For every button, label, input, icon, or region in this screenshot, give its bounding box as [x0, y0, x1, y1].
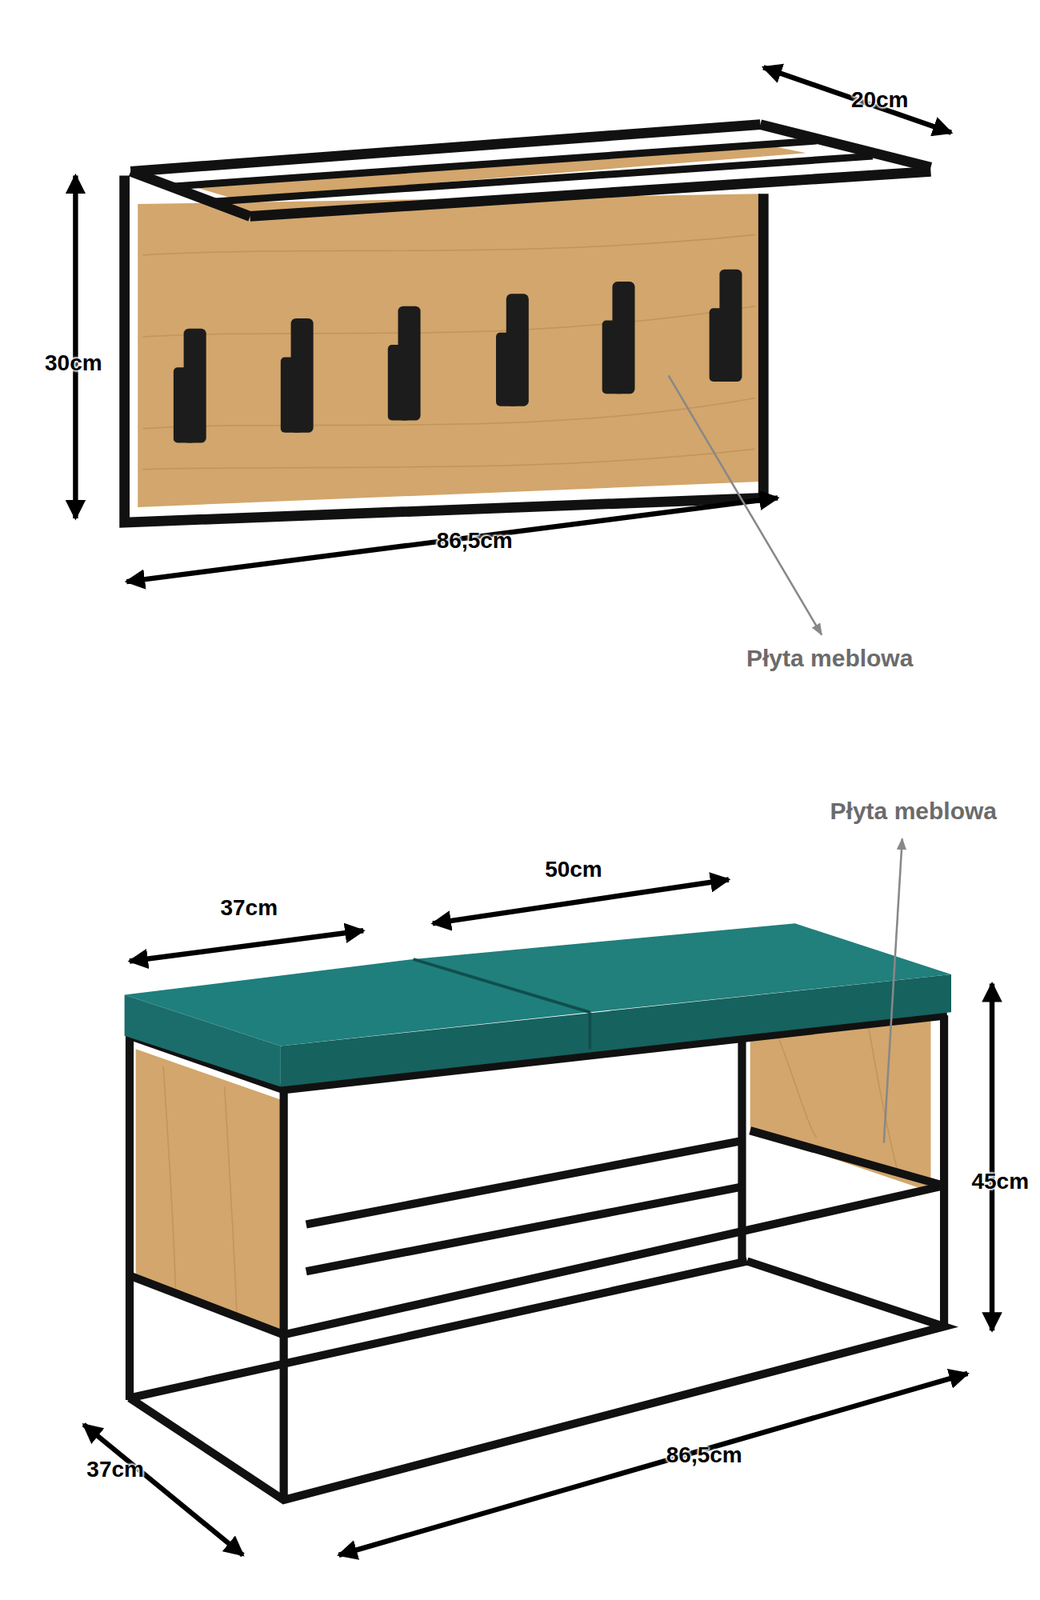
dimension-label: 30cm — [44, 350, 103, 376]
dimension-lines — [75, 67, 952, 582]
material-label: Płyta meblowa — [830, 797, 997, 825]
dimension-lines — [84, 879, 992, 1555]
dimension-label: 86,5cm — [666, 1442, 743, 1468]
dimension-label: 37cm — [86, 1456, 144, 1483]
material-label: Płyta meblowa — [746, 644, 913, 672]
dimension-label: 50cm — [544, 856, 603, 883]
dimension-label: 37cm — [220, 895, 278, 921]
leader-line — [884, 838, 903, 1143]
dimension-label: 86,5cm — [436, 528, 513, 554]
leader-line — [668, 375, 822, 635]
dimension-label: 45cm — [971, 1168, 1029, 1195]
dimension-label: 20cm — [851, 87, 909, 113]
wall-shelf — [124, 124, 932, 523]
